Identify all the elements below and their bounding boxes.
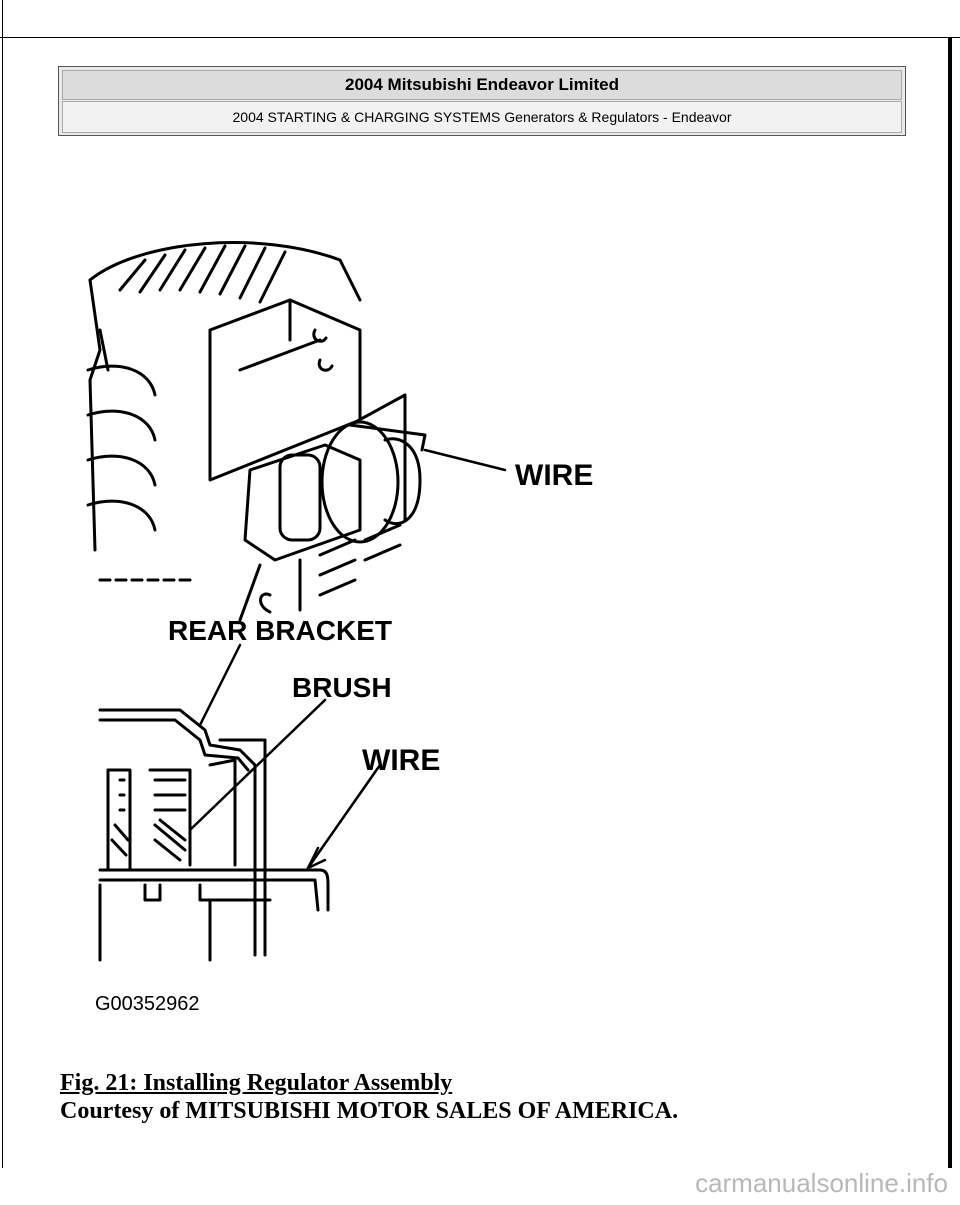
illustration-svg: WIRE REAR BRACKET BRUSH WIRE G00352962: [86, 241, 593, 1015]
courtesy-line: Courtesy of MITSUBISHI MOTOR SALES OF AM…: [60, 1098, 679, 1124]
right-rule: [948, 37, 952, 1168]
label-wire-bottom: WIRE: [362, 744, 440, 777]
header-title: 2004 Mitsubishi Endeavor Limited: [62, 70, 902, 100]
figure-code: G00352962: [95, 993, 200, 1015]
header-subtitle: 2004 STARTING & CHARGING SYSTEMS Generat…: [62, 101, 902, 133]
label-rear-bracket: REAR BRACKET: [168, 615, 392, 646]
label-brush: BRUSH: [292, 672, 392, 703]
left-rule: [2, 0, 3, 1168]
generator-drawing: [86, 241, 507, 962]
label-wire-top: WIRE: [515, 459, 593, 492]
figure-caption: Fig. 21: Installing Regulator Assembly: [60, 1070, 453, 1096]
watermark-text: carmanualsonline.info: [695, 1168, 948, 1198]
top-rule: [0, 37, 960, 38]
document-header: 2004 Mitsubishi Endeavor Limited 2004 ST…: [58, 66, 906, 136]
regulator-illustration: WIRE REAR BRACKET BRUSH WIRE G00352962: [60, 220, 640, 1020]
